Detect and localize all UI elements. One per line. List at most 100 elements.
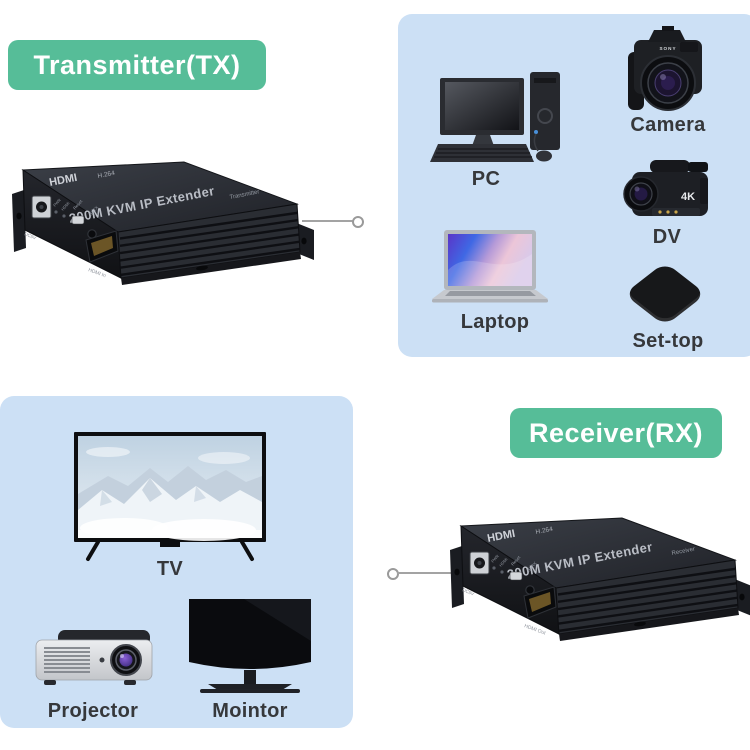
rx-hdmi-port-inner [529,592,551,612]
rx-led-label-b: HDMI [498,557,509,568]
camera-top-panel [680,42,698,52]
dv-icon: 4K [623,160,708,216]
rx-led-hdmi [500,570,504,574]
camera-brand-text: SONY [659,46,676,51]
pc-tower [530,72,560,150]
settop-icon [620,260,710,328]
pc-screen [445,82,519,130]
tx-led-label-a: PWR [52,197,62,207]
projector-vent-grille [44,647,90,673]
projector-icon [35,630,153,685]
rx-base-lip [559,608,739,641]
tv-mist-3 [78,530,262,538]
tx-hdmi-label: HDMI In [87,267,106,279]
rx-mount-flange-left [450,546,464,608]
connector-dot-tx [352,216,364,228]
tv-icon [74,432,266,561]
connector-line-rx [397,572,452,574]
camera-lens-highlight [660,74,666,80]
tx-dc-label: DC5V [24,231,38,241]
pc-mouse-cable [533,133,539,152]
dv-lens-highlight [634,186,640,192]
tv-cloud-1 [86,447,130,457]
dv-mic-bar [650,160,690,173]
pc-mouse [536,150,552,162]
projector-foot-left [44,680,56,685]
pc-label: PC [471,168,501,190]
rx-reset-switch [509,571,523,581]
connector-dot-rx [387,568,399,580]
pc-keyboard-rows [434,148,532,158]
tx-hdmi-port-inner [91,236,113,256]
pc-stand [472,135,494,146]
laptop-label: Laptop [460,311,530,333]
laptop-keyboard [445,291,536,296]
tx-led-hdmi [62,214,66,218]
dv-4k-text: 4K [681,191,695,203]
rx-base-slot [634,621,646,627]
laptop-icon [432,230,548,303]
projector-foot-right [124,680,136,685]
projector-ir-dot [99,657,105,663]
monitor-base [208,684,292,690]
pc-power-led [534,130,538,134]
dv-label: DV [652,226,682,248]
laptop-screen [448,234,532,286]
tx-role-text: Transmitter [229,189,260,201]
projector-label: Projector [47,700,139,722]
tx-ir-label: IR TX [88,205,99,217]
tv-mountain-facet-3 [100,490,112,506]
tv-label: TV [156,558,184,580]
rx-heatsink-fins [557,567,738,633]
tv-mountain-facet-1 [142,478,162,502]
dv-contact-1 [658,210,662,214]
tv-mountain-facet-2 [194,486,206,502]
settop-label: Set-top [632,330,704,352]
tx-base-slot [196,265,208,271]
tv-cloud-2 [198,452,250,464]
tx-led-label-b: HDMI [60,201,71,212]
camera-icon: SONY [628,26,702,111]
rx-led-label-a: PWR [490,553,500,563]
dv-contact-2 [666,210,670,214]
rx-brand-text: HDMI [486,528,516,545]
connector-line-tx [302,220,353,222]
dv-battery [700,178,708,204]
pc-tower-drive [534,78,556,83]
tv-center-notch [160,542,180,547]
dv-contact-3 [674,210,678,214]
camera-pentaprism [648,30,686,42]
tx-brand-text: HDMI [48,172,78,189]
rx-led-pwr [492,566,496,570]
dv-viewfinder [688,162,708,172]
pc-icon [430,72,560,162]
tx-dc-pin [39,205,44,209]
tx-screw-hole-left [16,212,22,220]
rx-reset-label: Reset [510,554,522,566]
tx-reset-label: Reset [72,198,84,210]
rx-ir-label: IR RX [526,561,538,573]
tx-led-pwr [54,210,58,214]
monitor-base-bar [200,689,300,693]
rx-screw-hole-right [739,593,745,601]
transmitter-device: HDMI H.264 200M KVM IP Extender Transmit… [12,161,314,285]
rx-dc-pin [477,561,482,565]
camera-label: Camera [630,114,706,136]
tx-base-lip [121,252,301,285]
rx-codec-text: H.264 [535,526,554,536]
monitor-screen-sheen [244,599,311,641]
tv-leg-right [240,540,254,561]
laptop-front-lip [432,299,548,303]
tx-mount-flange-left [12,190,26,252]
transmitter-badge: Transmitter(TX) [8,40,266,90]
camera-hotshoe [662,26,674,31]
tv-leg-left [86,540,100,561]
monitor-neck [244,670,256,684]
rx-dc-label: DC5V [462,587,476,597]
tx-heatsink-fins [119,211,300,277]
monitor-icon [189,599,311,693]
rx-role-text: Receiver [671,547,695,557]
receiver-badge-label: Receiver(RX) [528,417,704,448]
settop-box [623,262,707,326]
